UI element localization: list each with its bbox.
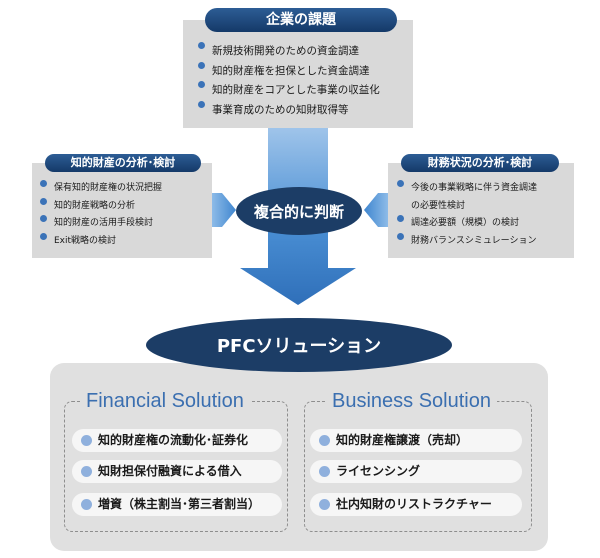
list-item: 知的財産権を担保とした資金調達: [198, 61, 380, 82]
list-item: 事業育成のための知財取得等: [198, 100, 380, 121]
business-item-ip-transfer: 知的財産権譲渡（売却）: [310, 429, 522, 452]
financial-solution-title: Financial Solution: [80, 390, 250, 413]
list-item: 知的財産戦略の分析: [40, 197, 162, 216]
financial-analysis-title: 財務状況の分析･検討: [401, 154, 559, 172]
ip-analysis-list: 保有知的財産権の状況把握 知的財産戦略の分析 知的財産の活用手段検討 Exit戦…: [40, 180, 162, 250]
business-item-restructuring: 社内知財のリストラクチャー: [310, 493, 522, 516]
financial-item-capital-increase: 増資（株主割当･第三者割当）: [72, 493, 282, 516]
left-pointing-arrow: [364, 193, 388, 227]
list-item: 調達必要額（規模）の検討: [397, 215, 537, 233]
corporate-issues-list: 新規技術開発のための資金調達 知的財産権を担保とした資金調達 知的財産をコアとし…: [198, 42, 380, 120]
combined-judgment-ellipse: 複合的に判断: [236, 187, 362, 235]
corporate-issues-box: [183, 20, 413, 128]
list-item: 知的財産の活用手段検討: [40, 215, 162, 233]
list-item: 今後の事業戦略に伴う資金調達: [397, 180, 537, 198]
list-item: Exit戦略の検討: [40, 232, 162, 251]
business-solution-title: Business Solution: [326, 390, 497, 413]
pfc-solution-ellipse: PFCソリューション: [146, 318, 452, 372]
ip-analysis-title: 知的財産の分析･検討: [45, 154, 201, 172]
list-item: 新規技術開発のための資金調達: [198, 42, 380, 62]
list-item-continuation: の必要性検討: [411, 200, 466, 211]
financial-analysis-box: [388, 163, 574, 258]
ip-analysis-box: [32, 163, 212, 258]
corporate-issues-title: 企業の課題: [205, 8, 397, 32]
list-item: 知的財産をコアとした事業の収益化: [198, 81, 380, 101]
financial-item-ip-backed-loan: 知財担保付融資による借入: [72, 460, 282, 483]
right-pointing-arrow: [212, 193, 236, 227]
financial-analysis-list: 今後の事業戦略に伴う資金調達 の必要性検討 調達必要額（規模）の検討 財務バラン…: [397, 180, 537, 250]
list-item: 財務バランスシミュレーション: [397, 232, 537, 251]
financial-item-securitization: 知的財産権の流動化･証券化: [72, 429, 282, 452]
list-item: 保有知的財産権の状況把握: [40, 180, 162, 198]
business-item-licensing: ライセンシング: [310, 460, 522, 483]
